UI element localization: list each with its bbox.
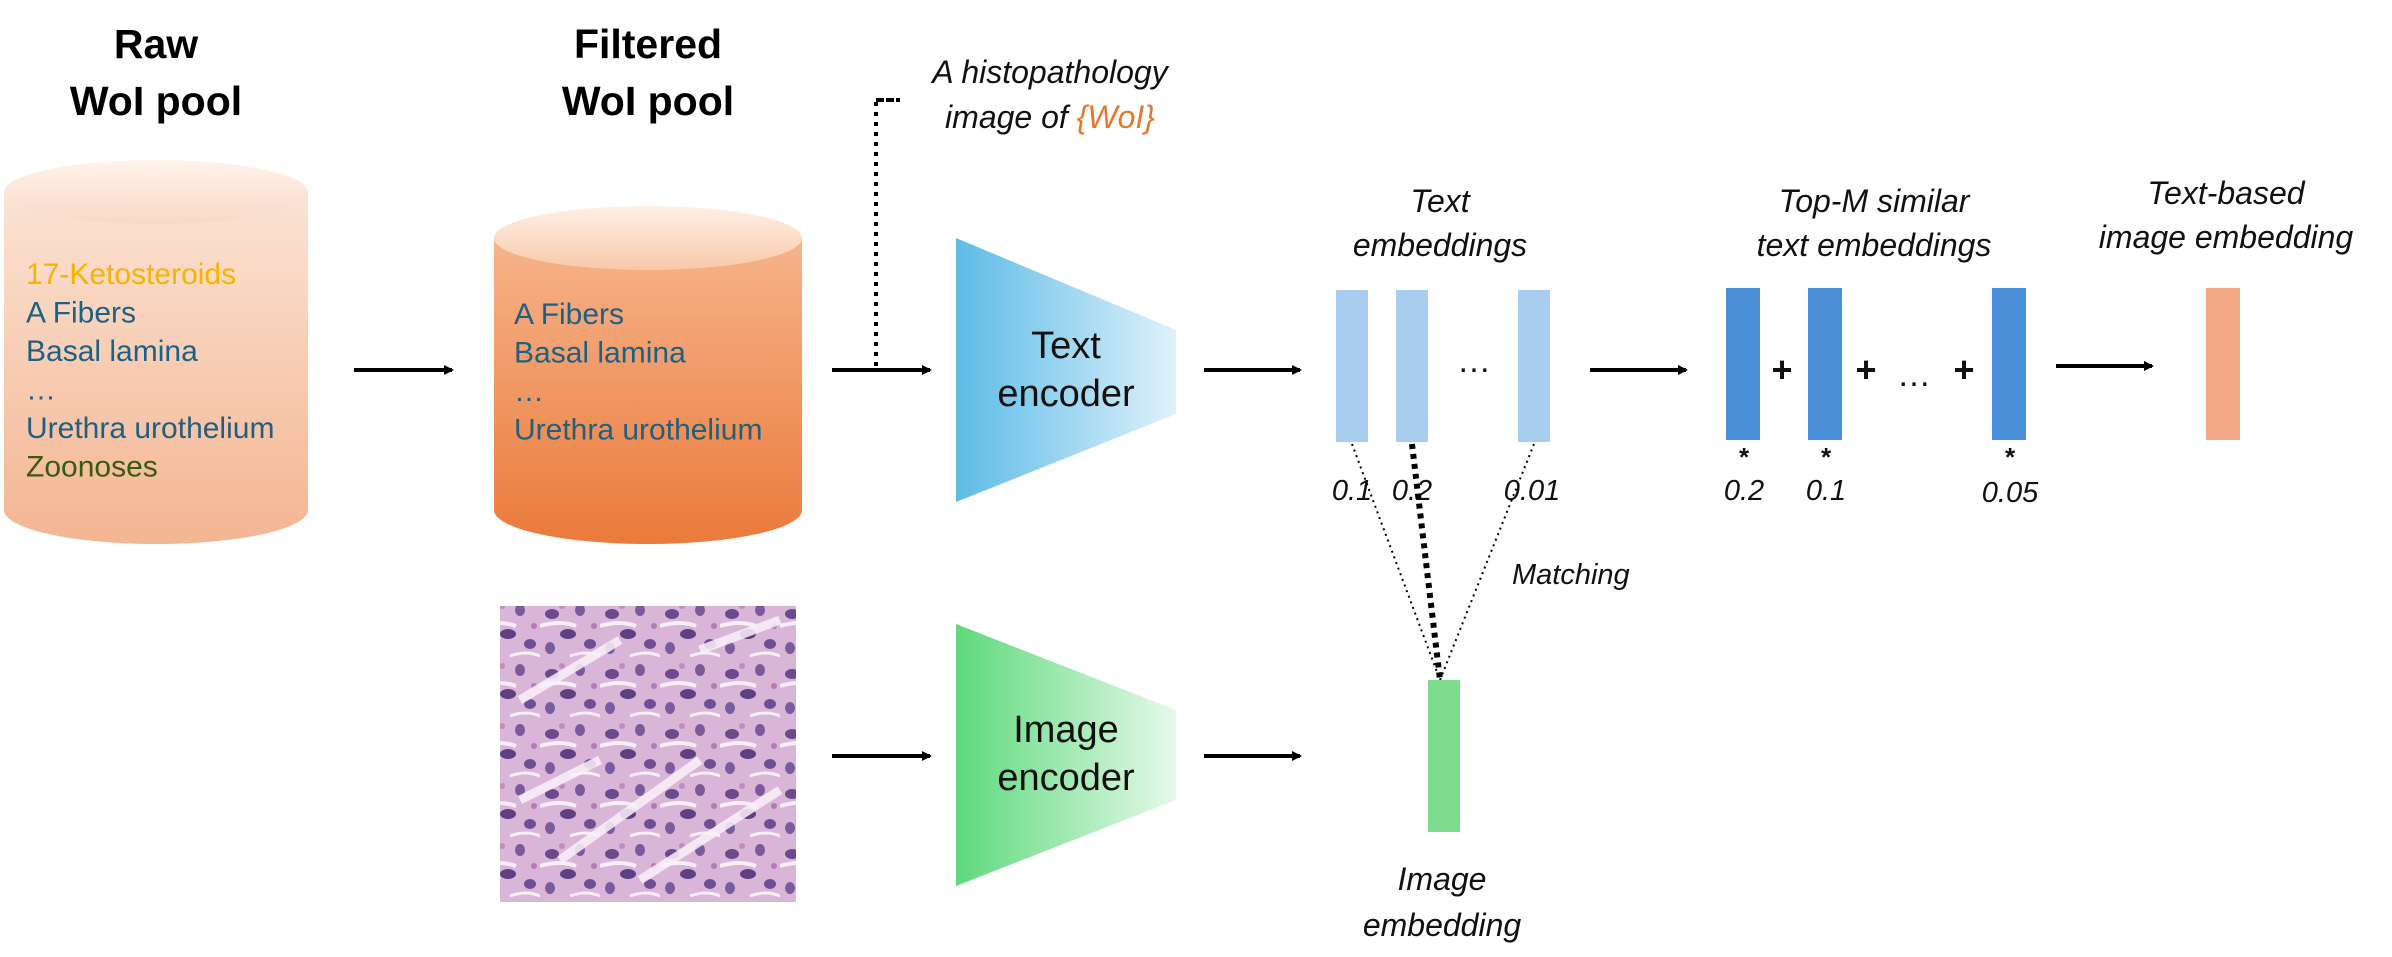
prompt-line2-prefix: image of bbox=[945, 99, 1077, 135]
raw-pool-item: Urethra urothelium bbox=[26, 412, 274, 445]
text-embeddings-label-line2: embeddings bbox=[1353, 227, 1527, 263]
filtered-pool-title-line2: WoI pool bbox=[562, 78, 734, 124]
image-embedding-label-line2: embedding bbox=[1363, 907, 1522, 943]
prompt-connector bbox=[874, 98, 900, 368]
text-embeddings-label-line1: Text bbox=[1410, 183, 1470, 219]
top-m-ellipsis: … bbox=[1897, 356, 1931, 394]
raw-pool-item: Zoonoses bbox=[26, 451, 158, 484]
filtered-pool-item: Urethra urothelium bbox=[514, 414, 762, 447]
weight-3: 0.05 bbox=[1982, 477, 2039, 509]
top-m-label-line1: Top-M similar bbox=[1779, 183, 1971, 219]
similarity-score-2: 0.2 bbox=[1392, 475, 1432, 507]
raw-pool-item: … bbox=[26, 374, 56, 407]
filtered-pool-item: A Fibers bbox=[514, 298, 624, 331]
raw-pool-item: A Fibers bbox=[26, 297, 136, 330]
image-embedding-label-line1: Image bbox=[1398, 861, 1487, 897]
top-m-label-line2: text embeddings bbox=[1757, 227, 1992, 263]
plus-sign-3: + bbox=[1953, 349, 1974, 390]
weight-star-3: * bbox=[2005, 442, 2016, 472]
image-embedding-bar bbox=[1428, 680, 1460, 832]
raw-pool-title-line1: Raw bbox=[114, 21, 198, 67]
result-label-line1: Text-based bbox=[2147, 175, 2305, 211]
text-encoder-label-line1: Text bbox=[1031, 325, 1101, 367]
raw-pool-item: 17-Ketosteroids bbox=[26, 258, 236, 291]
text-embedding-bar-1 bbox=[1336, 290, 1368, 442]
image-encoder-shape bbox=[956, 624, 1176, 886]
raw-pool-item: Basal lamina bbox=[26, 335, 198, 368]
prompt-line2: image of {WoI} bbox=[945, 99, 1155, 135]
text-encoder-shape bbox=[956, 238, 1176, 502]
similarity-score-1: 0.1 bbox=[1332, 475, 1372, 507]
prompt-woi-placeholder: {WoI} bbox=[1077, 99, 1156, 135]
top-m-bar-2 bbox=[1808, 288, 1842, 440]
plus-sign-2: + bbox=[1855, 349, 1876, 390]
image-encoder-label-line1: Image bbox=[1013, 709, 1119, 751]
plus-sign-1: + bbox=[1771, 349, 1792, 390]
raw-pool-cylinder bbox=[4, 160, 308, 544]
similarity-score-3: 0.01 bbox=[1504, 475, 1560, 507]
filtered-pool-title-line1: Filtered bbox=[574, 21, 722, 67]
prompt-line1: A histopathology bbox=[930, 54, 1169, 90]
filtered-pool-item: Basal lamina bbox=[514, 337, 686, 370]
matching-line-3 bbox=[1439, 443, 1535, 681]
result-label-line2: image embedding bbox=[2099, 219, 2354, 255]
raw-pool-title-line2: WoI pool bbox=[70, 78, 242, 124]
filtered-pool-item: … bbox=[514, 375, 544, 408]
weight-star-1: * bbox=[1739, 442, 1750, 472]
histopathology-image bbox=[500, 606, 796, 902]
top-m-bar-1 bbox=[1726, 288, 1760, 440]
text-embedding-bar-3 bbox=[1518, 290, 1550, 442]
weight-star-2: * bbox=[1821, 442, 1832, 472]
top-m-bar-3 bbox=[1992, 288, 2026, 440]
text-embeddings-ellipsis: … bbox=[1457, 342, 1491, 380]
text-encoder-label-line2: encoder bbox=[997, 373, 1135, 415]
matching-label: Matching bbox=[1512, 559, 1630, 591]
weight-2: 0.1 bbox=[1806, 475, 1846, 507]
result-embedding-bar bbox=[2206, 288, 2240, 440]
image-encoder-label-line2: encoder bbox=[997, 757, 1135, 799]
filtered-pool-cylinder bbox=[494, 206, 802, 544]
text-embedding-bar-2 bbox=[1396, 290, 1428, 442]
weight-1: 0.2 bbox=[1724, 475, 1764, 507]
